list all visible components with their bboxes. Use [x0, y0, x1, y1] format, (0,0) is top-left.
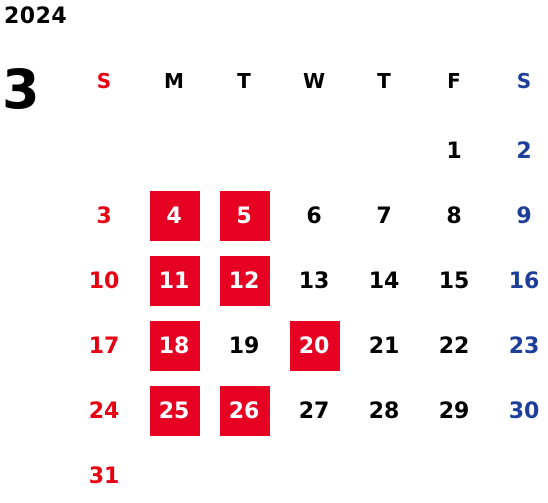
day-cell-11: 11: [139, 256, 209, 306]
day-cell-22: 22: [419, 321, 489, 371]
day-number: 1: [446, 138, 462, 164]
year-label: 2024: [4, 4, 68, 29]
day-number: 13: [298, 268, 330, 294]
day-cell-6: 6: [279, 191, 349, 241]
weekday-header-thursday: T: [377, 69, 391, 93]
day-number: 31: [88, 463, 120, 489]
day-number: 12: [228, 268, 260, 294]
day-cell-8: 8: [419, 191, 489, 241]
day-cell-1: 1: [419, 126, 489, 176]
day-number: 23: [508, 333, 540, 359]
weekday-header-wednesday: W: [302, 69, 326, 93]
day-cell-23: 23: [489, 321, 548, 371]
day-number: 17: [88, 333, 120, 359]
day-cell-5: 5: [209, 191, 279, 241]
weekday-header-monday: M: [164, 69, 184, 93]
day-cell-20: 20: [279, 321, 349, 371]
day-number: 30: [508, 398, 540, 424]
day-cell-3: 3: [69, 191, 139, 241]
day-number: 29: [438, 398, 470, 424]
day-cell-31: 31: [69, 451, 139, 501]
day-cell-19: 19: [209, 321, 279, 371]
day-cell-13: 13: [279, 256, 349, 306]
day-cell-9: 9: [489, 191, 548, 241]
weekday-header-sunday: S: [96, 69, 112, 93]
month-number: 3: [2, 58, 40, 121]
day-number: 22: [438, 333, 470, 359]
day-number: 27: [298, 398, 330, 424]
day-number: 14: [368, 268, 400, 294]
day-number: 2: [516, 138, 532, 164]
day-cell-21: 21: [349, 321, 419, 371]
day-cell-4: 4: [139, 191, 209, 241]
day-cell-30: 30: [489, 386, 548, 436]
day-cell-12: 12: [209, 256, 279, 306]
day-cell-16: 16: [489, 256, 548, 306]
day-cell-29: 29: [419, 386, 489, 436]
day-cell-25: 25: [139, 386, 209, 436]
day-number: 8: [446, 203, 462, 229]
day-number: 16: [508, 268, 540, 294]
day-number: 10: [88, 268, 120, 294]
day-number: 25: [158, 398, 190, 424]
day-number: 21: [368, 333, 400, 359]
day-number: 20: [298, 333, 330, 359]
day-number: 15: [438, 268, 470, 294]
day-cell-15: 15: [419, 256, 489, 306]
day-number: 19: [228, 333, 260, 359]
day-cell-18: 18: [139, 321, 209, 371]
weekday-header-tuesday: T: [237, 69, 251, 93]
day-number: 26: [228, 398, 260, 424]
day-number: 18: [158, 333, 190, 359]
weekday-header-saturday: S: [516, 69, 532, 93]
day-number: 24: [88, 398, 120, 424]
day-number: 5: [236, 203, 252, 229]
day-cell-24: 24: [69, 386, 139, 436]
day-number: 4: [166, 203, 182, 229]
day-cell-17: 17: [69, 321, 139, 371]
day-cell-28: 28: [349, 386, 419, 436]
day-cell-27: 27: [279, 386, 349, 436]
day-number: 9: [516, 203, 532, 229]
day-cell-26: 26: [209, 386, 279, 436]
day-number: 28: [368, 398, 400, 424]
day-number: 6: [306, 203, 322, 229]
day-number: 7: [376, 203, 392, 229]
weekday-header-friday: F: [447, 69, 461, 93]
day-cell-2: 2: [489, 126, 548, 176]
day-number: 3: [96, 203, 112, 229]
day-cell-10: 10: [69, 256, 139, 306]
day-number: 11: [158, 268, 190, 294]
day-cell-14: 14: [349, 256, 419, 306]
day-cell-7: 7: [349, 191, 419, 241]
